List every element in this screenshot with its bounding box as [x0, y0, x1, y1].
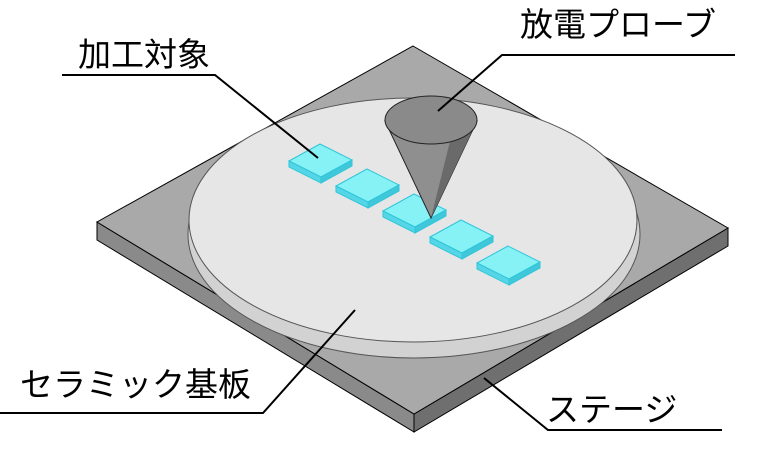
- target-leader: [62, 74, 319, 159]
- stage-leader: [483, 377, 722, 431]
- target-pad-5: [475, 245, 542, 286]
- leader-lines: [0, 54, 735, 431]
- substrate-leader: [0, 309, 356, 414]
- discharge-probe: [384, 95, 478, 220]
- probe-top: [384, 95, 478, 145]
- probe-leader: [437, 54, 735, 112]
- target-pad-1: [287, 143, 354, 184]
- probe-shading: [431, 121, 477, 218]
- target-pad-2: [334, 168, 401, 209]
- label-processing-target: 加工対象: [78, 35, 210, 74]
- label-stage: ステージ: [546, 390, 678, 429]
- label-discharge-probe: 放電プローブ: [520, 5, 717, 44]
- label-ceramic-substrate: セラミック基板: [20, 365, 251, 404]
- target-pad-4: [428, 219, 495, 260]
